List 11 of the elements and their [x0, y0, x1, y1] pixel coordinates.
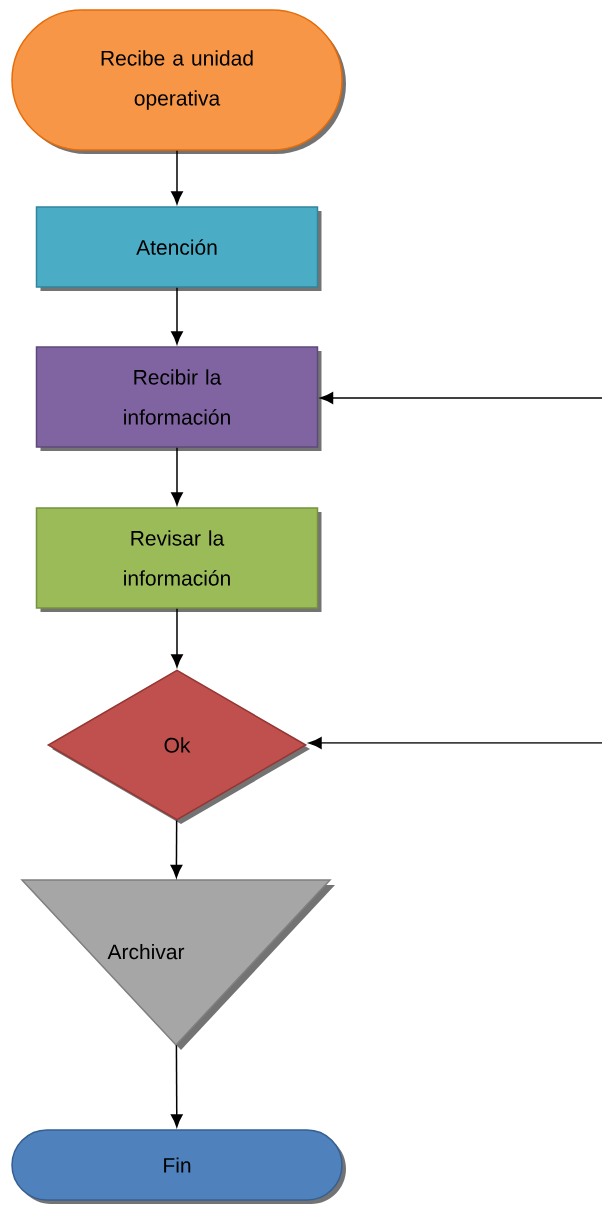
process-box: Recibir la información	[35, 346, 322, 451]
arrow	[171, 287, 183, 345]
arrow	[171, 447, 183, 506]
process-box: Revisar la información	[35, 507, 322, 612]
arrow	[171, 608, 183, 668]
arrow	[170, 1044, 183, 1128]
arrow	[320, 392, 602, 404]
arrow	[170, 819, 183, 878]
process-box: Atención	[35, 206, 322, 291]
arrow	[308, 737, 602, 749]
arrow	[171, 150, 183, 205]
